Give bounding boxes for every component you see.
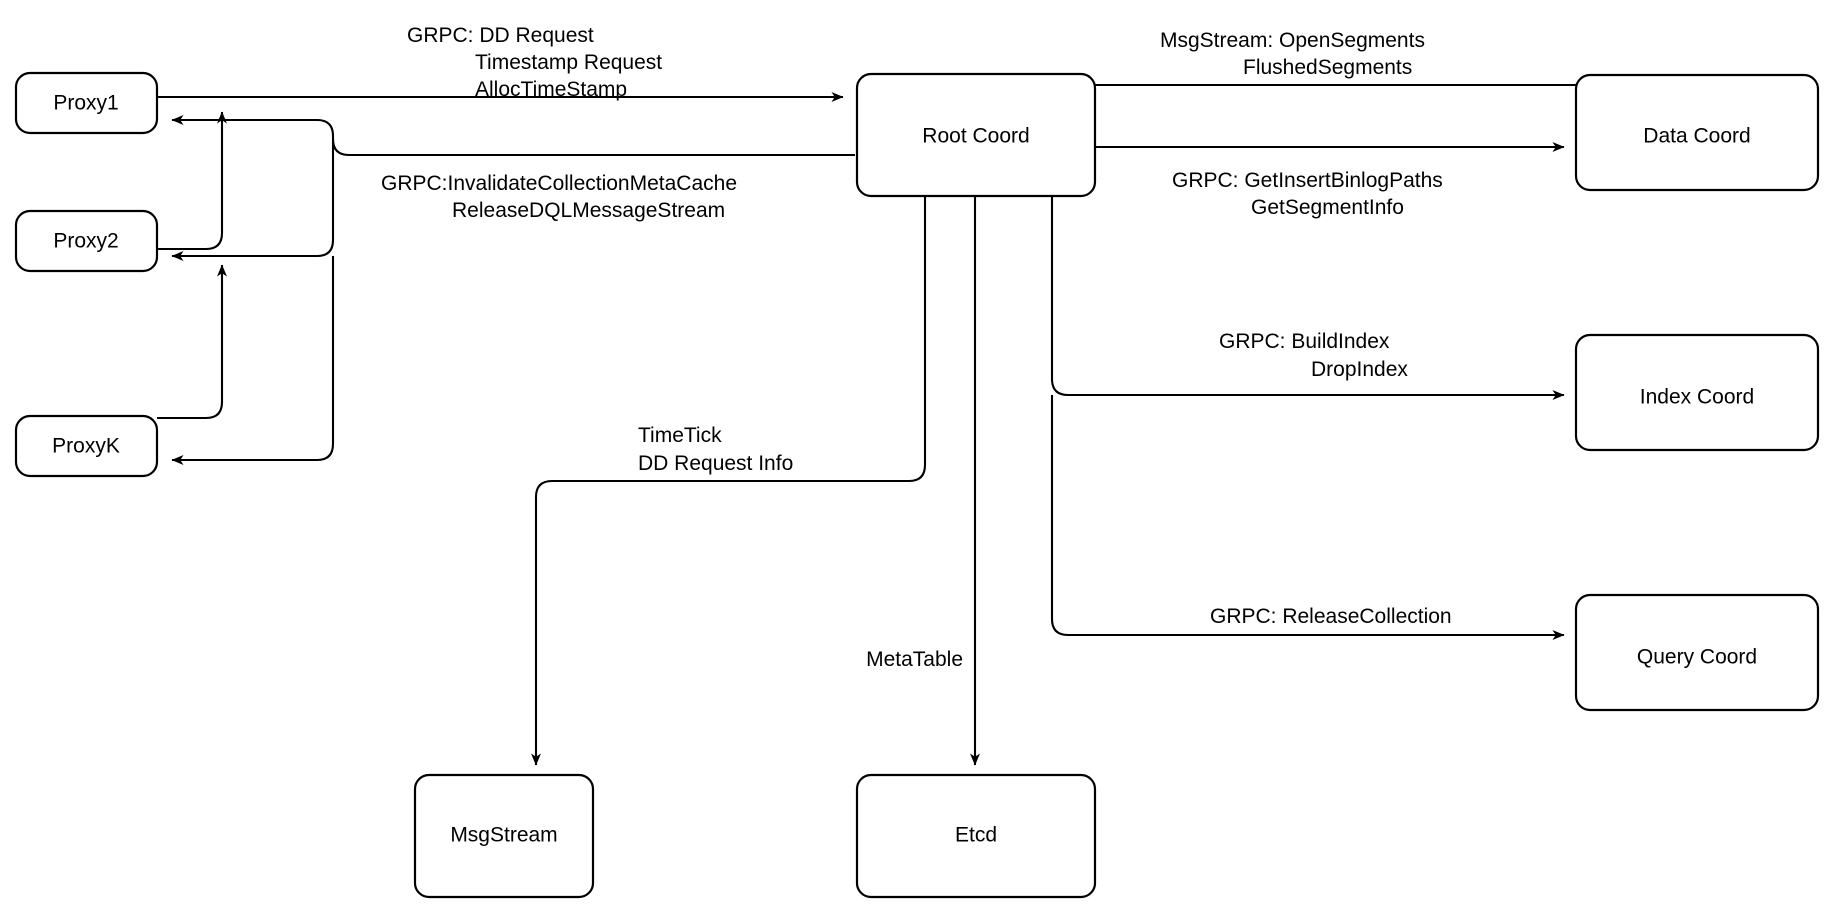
edge-label-root-to-querycoord-line1: GRPC: ReleaseCollection xyxy=(1210,605,1452,628)
node-msgstream-box[interactable] xyxy=(413,773,595,899)
edge-label-root-to-datacoord-line1: GRPC: GetInsertBinlogPaths xyxy=(1172,169,1443,192)
edge-label-datacoord-to-root: MsgStream: OpenSegments FlushedSegments xyxy=(1160,29,1425,79)
edge-label-root-to-querycoord: GRPC: ReleaseCollection xyxy=(1210,605,1452,628)
edge-rootcoord-to-proxyk xyxy=(171,256,335,465)
edge-label-root-to-datacoord: GRPC: GetInsertBinlogPaths GetSegmentInf… xyxy=(1172,169,1443,219)
node-proxy2[interactable]: Proxy2 xyxy=(14,209,159,273)
node-etcd-box[interactable] xyxy=(855,773,1097,899)
edge-label-proxy-to-root-line1: GRPC: DD Request xyxy=(407,24,594,47)
edge-rootcoord-to-proxies xyxy=(171,115,855,465)
node-etcd[interactable]: Etcd xyxy=(855,773,1097,899)
node-querycoord-label: Query Coord xyxy=(1637,646,1757,669)
node-proxy1-label: Proxy1 xyxy=(53,92,118,115)
edge-label-datacoord-to-root-line2: FlushedSegments xyxy=(1243,56,1412,79)
node-rootcoord-box[interactable] xyxy=(855,72,1097,198)
edge-label-root-to-indexcoord-line1: GRPC: BuildIndex xyxy=(1219,330,1390,353)
edge-label-proxy-to-root-line2: Timestamp Request xyxy=(475,51,662,74)
node-proxy1[interactable]: Proxy1 xyxy=(14,71,159,135)
edge-rootcoord-to-querycoord xyxy=(1050,395,1565,640)
edge-label-root-to-msgstream-line2: DD Request Info xyxy=(638,452,793,475)
edge-label-root-to-etcd: MetaTable xyxy=(866,648,963,671)
node-datacoord-box[interactable] xyxy=(1574,73,1820,192)
node-indexcoord[interactable]: Index Coord xyxy=(1574,333,1820,452)
node-proxy2-label: Proxy2 xyxy=(53,230,118,253)
edge-label-datacoord-to-root-line1: MsgStream: OpenSegments xyxy=(1160,29,1425,52)
edge-label-root-to-indexcoord: GRPC: BuildIndex DropIndex xyxy=(1219,330,1408,381)
edge-label-root-to-proxy-line2: ReleaseDQLMessageStream xyxy=(452,199,725,222)
edge-label-proxy-to-root-line3: AllocTimeStamp xyxy=(475,78,627,101)
edge-label-root-to-proxy: GRPC:InvalidateCollectionMetaCache Relea… xyxy=(381,172,737,222)
node-proxy1-box[interactable] xyxy=(14,71,159,135)
node-datacoord-label: Data Coord xyxy=(1643,125,1750,148)
edge-label-root-to-msgstream-line1: TimeTick xyxy=(638,424,722,447)
edge-proxyk-to-trunk xyxy=(157,264,227,420)
edge-label-root-to-proxy-line1: GRPC:InvalidateCollectionMetaCache xyxy=(381,172,737,195)
node-proxyk-label: ProxyK xyxy=(52,435,120,458)
edge-label-root-to-etcd-line1: MetaTable xyxy=(866,648,963,671)
node-proxy2-box[interactable] xyxy=(14,209,159,273)
edge-rootcoord-to-msgstream xyxy=(531,196,927,766)
edge-rootcoord-to-indexcoord xyxy=(1050,196,1565,400)
node-querycoord-box[interactable] xyxy=(1574,593,1820,712)
node-datacoord[interactable]: Data Coord xyxy=(1574,73,1820,192)
edge-label-root-to-msgstream: TimeTick DD Request Info xyxy=(638,424,793,475)
node-msgstream[interactable]: MsgStream xyxy=(413,773,595,899)
edge-proxies-to-rootcoord xyxy=(157,92,844,420)
node-rootcoord[interactable]: Root Coord xyxy=(855,72,1097,198)
node-indexcoord-label: Index Coord xyxy=(1640,386,1754,409)
edge-label-root-to-datacoord-line2: GetSegmentInfo xyxy=(1251,196,1404,219)
node-proxyk-box[interactable] xyxy=(14,414,159,478)
edge-proxy2-to-trunk xyxy=(157,111,227,251)
node-querycoord[interactable]: Query Coord xyxy=(1574,593,1820,712)
node-rootcoord-label: Root Coord xyxy=(922,125,1029,148)
edge-label-root-to-indexcoord-line2: DropIndex xyxy=(1311,358,1408,381)
node-proxyk[interactable]: ProxyK xyxy=(14,414,159,478)
edge-rootcoord-to-proxy2 xyxy=(171,139,335,261)
edge-rootcoord-to-proxy1 xyxy=(171,115,855,157)
node-etcd-label: Etcd xyxy=(955,824,997,847)
node-msgstream-label: MsgStream xyxy=(450,824,557,847)
node-indexcoord-box[interactable] xyxy=(1574,333,1820,452)
edge-label-proxy-to-root: GRPC: DD Request Timestamp Request Alloc… xyxy=(407,24,662,101)
